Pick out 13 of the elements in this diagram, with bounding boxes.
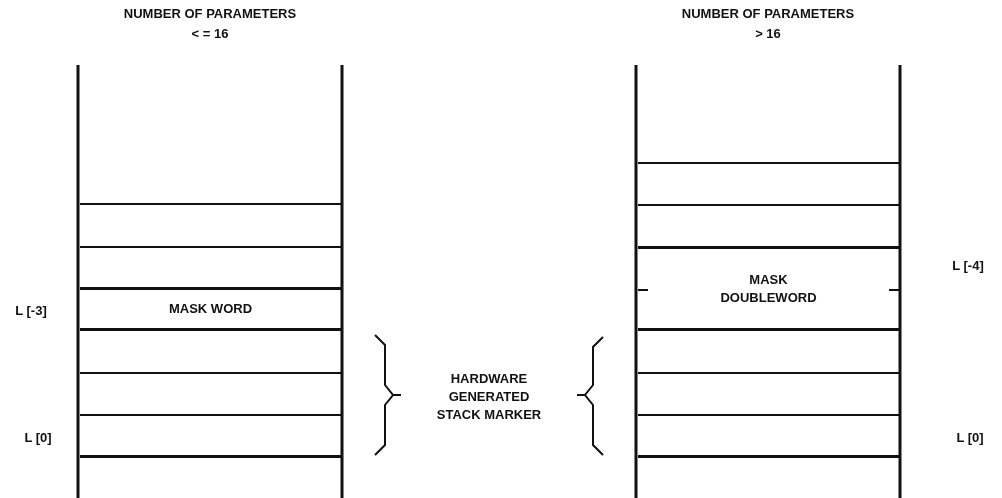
slot-offset: L [0] <box>23 429 53 447</box>
slot-offset: L [0] <box>955 429 985 447</box>
note: HARDWARE GENERATED STACK MARKER <box>435 370 543 424</box>
heading: < = 16 <box>190 25 230 43</box>
heading: > 16 <box>754 25 782 43</box>
heading: NUMBER OF PARAMETERS <box>122 5 298 23</box>
stack-slot <box>638 162 899 206</box>
slot-label: MASK DOUBLEWORD <box>719 270 818 307</box>
slot-offset: L [-4] <box>951 257 985 275</box>
slot-offset: L [-3] <box>14 302 48 320</box>
heading: NUMBER OF PARAMETERS <box>680 5 856 23</box>
stack-slot <box>80 203 341 248</box>
slot-label: MASK WORD <box>167 300 253 318</box>
